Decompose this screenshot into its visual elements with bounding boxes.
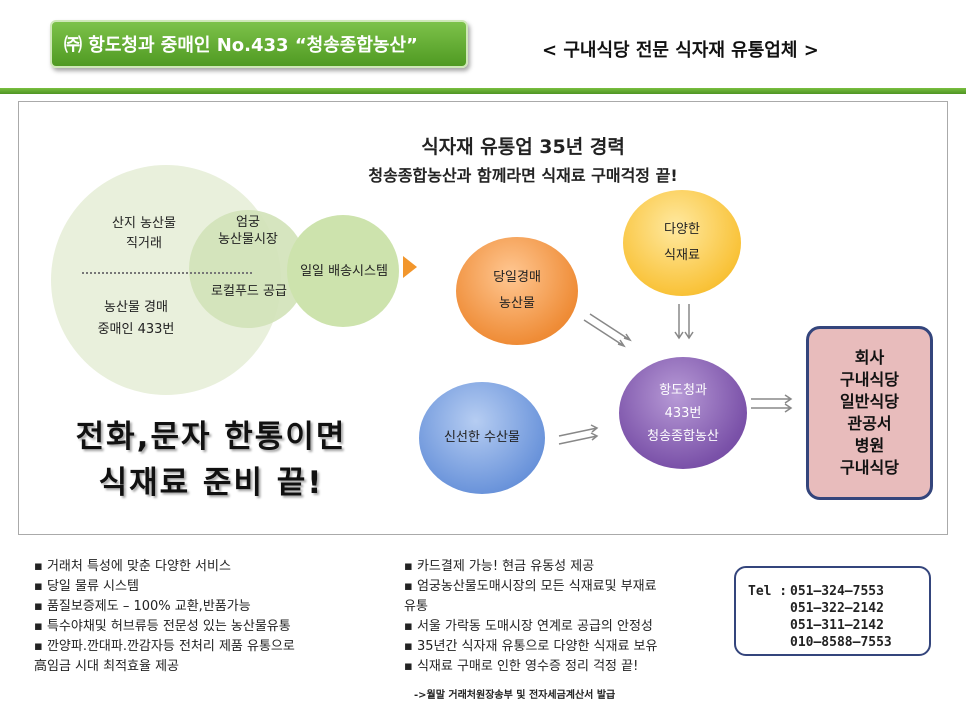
market-line-1: 엄궁 — [236, 215, 260, 230]
tel-number[interactable]: 010–8588–7553 — [790, 635, 892, 650]
variety-circle: 다양한 식재료 — [623, 190, 741, 296]
sourcing-broker-line-2: 중매인 433번 — [97, 322, 175, 337]
list-item: ▪ 서울 가락동 도매시장 연계로 공급의 안정성 — [404, 619, 653, 634]
outlet-item: 일반식당 — [840, 392, 899, 411]
arrow-auction-to-company — [583, 319, 626, 348]
outlet-item: 관공서 — [847, 414, 892, 433]
list-item: ▪ 식재료 구매로 인한 영수증 정리 걱정 끝! — [404, 659, 639, 674]
sourcing-direct-line-1: 산지 농산물 — [112, 216, 176, 231]
list-item: 유통 — [404, 599, 428, 614]
auction-line-2: 농산물 — [499, 296, 535, 311]
flow-triangle-icon — [403, 256, 417, 278]
outlet-item: 병원 — [854, 436, 885, 455]
contact-box: Tel : 051–324–7553 051–322–2142 051–311–… — [734, 566, 931, 656]
market-text: 엄궁 농산물시장 — [203, 214, 293, 248]
main-panel: 식자재 유통업 35년 경력 청송종합농산과 함께라면 식재료 구매걱정 끝! … — [18, 101, 948, 535]
list-item: ▪ 35년간 식자재 유통으로 다양한 식재료 보유 — [404, 639, 658, 654]
company-badge: ㈜ 항도청과 중매인 No.433 “청송종합농산” — [50, 20, 468, 68]
tel-label: Tel : — [748, 584, 788, 599]
arrow-company-to-outlets-2 — [751, 403, 793, 413]
list-item: ▪ 카드결제 가능! 현금 유동성 제공 — [404, 559, 595, 574]
header-slogan: < 구내식당 전문 식자재 유통업체 > — [542, 40, 819, 61]
sourcing-direct-line-2: 직거래 — [126, 236, 162, 251]
arrow-variety-to-company-2 — [684, 304, 694, 340]
seafood-label: 신선한 수산물 — [444, 430, 520, 445]
list-item: ▪ 특수야채및 허브류등 전문성 있는 농산물유통 — [34, 619, 291, 634]
outlet-item: 구내식당 — [840, 370, 899, 389]
list-item: ▪ 당일 물류 시스템 — [34, 579, 139, 594]
delivery-circle — [287, 215, 399, 327]
company-line-1: 항도청과 — [659, 382, 707, 398]
header-divider — [0, 88, 966, 94]
dotted-divider — [82, 272, 252, 274]
auction-circle: 당일경매 농산물 — [456, 237, 578, 345]
big-slogan-line-1: 전화,문자 한통이면 — [75, 419, 347, 455]
outlet-item: 구내식당 — [840, 458, 899, 477]
arrow-seafood-to-company — [558, 424, 599, 437]
features-right-list: ▪ 카드결제 가능! 현금 유동성 제공 ▪ 엄궁농산물도매시장의 모든 식재료… — [404, 557, 724, 677]
big-slogan: 전화,문자 한통이면 식재료 준비 끝! — [41, 414, 381, 506]
company-line-3: 청송종합농산 — [647, 428, 719, 444]
tel-number[interactable]: 051–311–2142 — [790, 618, 884, 633]
headline-promise: 청송종합농산과 함께라면 식재료 구매걱정 끝! — [368, 166, 678, 185]
sourcing-broker-text: 농산물 경매 중매인 433번 — [81, 297, 191, 341]
sourcing-direct-text: 산지 농산물 직거래 — [89, 214, 199, 254]
variety-line-1: 다양한 — [664, 222, 700, 237]
features-left-list: ▪ 거래처 특성에 맞춘 다양한 서비스 ▪ 당일 물류 시스템 ▪ 품질보증제… — [34, 557, 374, 677]
auction-line-1: 당일경매 — [493, 270, 541, 285]
seafood-circle: 신선한 수산물 — [419, 382, 545, 494]
sourcing-broker-line-1: 농산물 경매 — [104, 300, 168, 315]
list-item: ▪ 품질보증제도 – 100% 교환,반품가능 — [34, 599, 251, 614]
list-item: ▪ 깐양파.깐대파.깐감자등 전처리 제품 유통으로 — [34, 639, 295, 654]
outlet-item: 회사 — [854, 348, 885, 367]
tel-number[interactable]: 051–322–2142 — [790, 601, 884, 616]
list-item: 高임금 시대 최적효율 제공 — [34, 659, 179, 674]
features-note: ->월말 거래처원장송부 및 전자세금계산서 발급 — [414, 690, 616, 701]
headline-experience: 식자재 유통업 35년 경력 — [421, 136, 625, 158]
list-item: ▪ 엄궁농산물도매시장의 모든 식재료및 부재료 — [404, 579, 657, 594]
tel-number[interactable]: 051–324–7553 — [790, 584, 884, 599]
delivery-text: 일일 배송시스템 — [300, 264, 388, 279]
company-circle: 항도청과 433번 청송종합농산 — [619, 357, 747, 469]
company-line-2: 433번 — [664, 405, 702, 421]
arrow-seafood-to-company-2 — [558, 432, 599, 445]
list-item: ▪ 거래처 특성에 맞춘 다양한 서비스 — [34, 559, 231, 574]
big-slogan-line-2: 식재료 준비 끝! — [98, 465, 324, 501]
outlet-list: 회사 구내식당 일반식당 관공서 병원 구내식당 — [806, 326, 933, 500]
arrow-auction-to-company-2 — [589, 313, 632, 342]
variety-line-2: 식재료 — [664, 248, 700, 263]
arrow-company-to-outlets — [751, 394, 793, 404]
local-food-text: 로컬푸드 공급 — [211, 284, 287, 299]
market-line-2: 농산물시장 — [218, 232, 278, 247]
arrow-variety-to-company — [674, 304, 684, 340]
flow-arrows — [558, 304, 793, 445]
